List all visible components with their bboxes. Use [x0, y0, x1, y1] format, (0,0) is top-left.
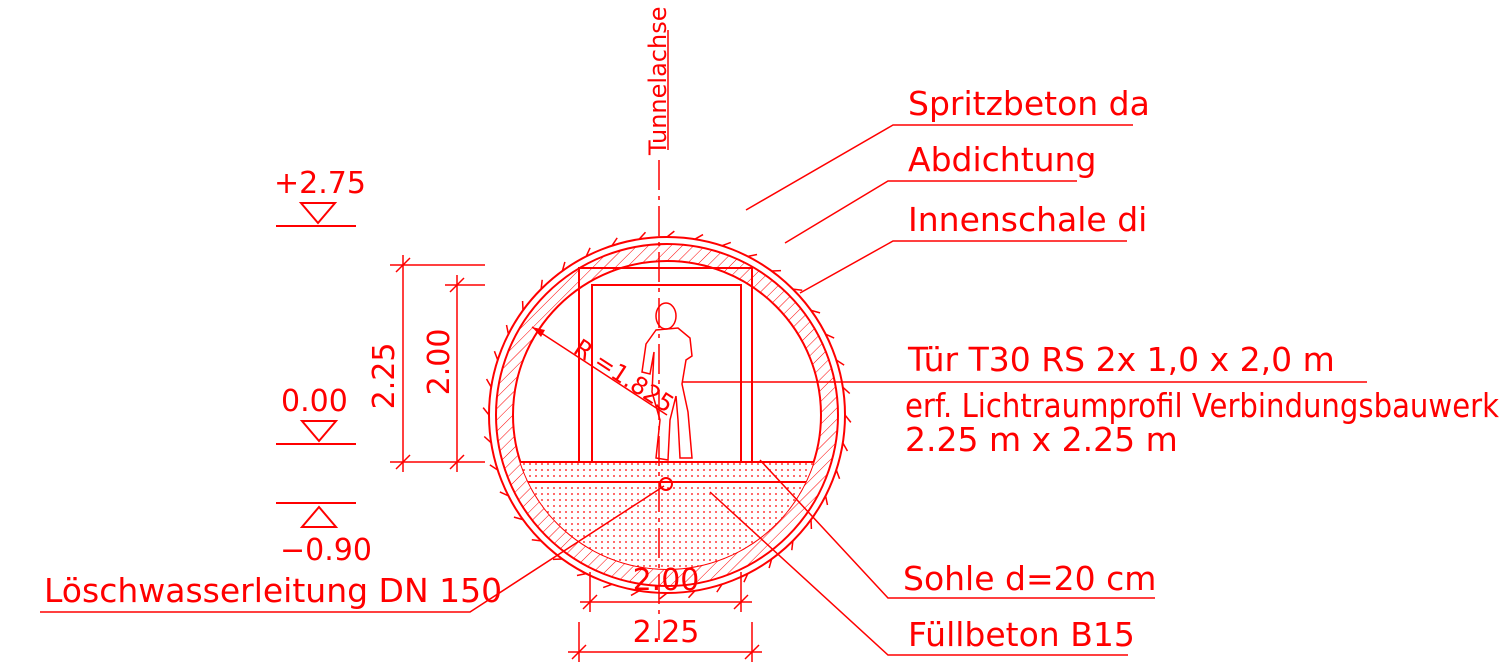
ring-tick	[493, 350, 499, 361]
ring-tick	[747, 253, 758, 258]
ring-tick	[842, 386, 851, 395]
ring-tick	[721, 241, 732, 247]
ring-tick	[666, 230, 675, 238]
ring-tick	[842, 442, 849, 452]
level-top: +2.75	[274, 166, 366, 201]
label-fuellbeton: Füllbeton B15	[908, 615, 1135, 654]
ring-tick	[576, 572, 587, 577]
ring-tick	[485, 378, 492, 388]
ring-tick	[602, 583, 613, 589]
ring-tick	[585, 247, 591, 257]
ring-tick	[561, 261, 566, 272]
pipe-icon	[659, 477, 673, 491]
dim-width-outer: 2.25	[633, 615, 700, 650]
material-labels: Spritzbeton da Abdichtung Innenschale di…	[44, 84, 1500, 654]
ring-tick	[768, 558, 773, 569]
ring-tick	[844, 414, 852, 423]
ring-tick	[540, 279, 543, 290]
ring-tick	[531, 539, 542, 542]
waterproofing-ring	[495, 243, 839, 587]
label-spritzbeton: Spritzbeton da	[908, 84, 1150, 123]
ring-tick	[687, 590, 696, 599]
ring-tick	[792, 288, 803, 291]
level-zero: 0.00	[281, 384, 348, 419]
ring-tick	[824, 495, 829, 506]
ring-tick	[791, 540, 794, 551]
ring-tick	[694, 233, 704, 240]
ring-tick	[659, 592, 668, 600]
shotcrete-tick-marks	[482, 230, 852, 600]
tunnel-axis: Tunnelachse	[644, 7, 672, 640]
door-frame	[591, 284, 742, 462]
ring-tick	[743, 573, 749, 583]
ring-tick	[489, 464, 499, 471]
ring-tick	[716, 583, 723, 593]
label-lichtraum-size: 2.25 m x 2.25 m	[905, 420, 1178, 459]
ring-tick	[482, 407, 490, 416]
ring-tick	[513, 516, 524, 521]
ring-tick	[505, 324, 510, 335]
leader-lines	[40, 124, 1367, 656]
vertical-dimensions	[390, 255, 485, 472]
label-sohle: Sohle d=20 cm	[903, 559, 1156, 598]
ring-tick	[825, 333, 835, 339]
level-markers: +2.75 0.00 −0.90	[274, 166, 372, 568]
radius-label: R =1.825	[569, 334, 679, 419]
radius-annotation: R =1.825	[531, 326, 679, 419]
ring-tick	[611, 237, 618, 247]
level-bottom: −0.90	[280, 533, 372, 568]
ring-tick	[835, 359, 845, 366]
dim-height-outer: 2.25	[367, 343, 402, 410]
horizontal-dimensions	[568, 572, 762, 662]
water-pipe	[659, 477, 673, 491]
ring-tick	[835, 469, 841, 480]
label-tuer: Tür T30 RS 2x 1,0 x 2,0 m	[907, 340, 1335, 379]
label-loeschwasser: Löschwasserleitung DN 150	[44, 571, 502, 610]
clearance-profile-outline	[578, 267, 753, 462]
ring-tick	[499, 491, 509, 497]
ring-tick	[810, 309, 821, 314]
dim-height-inner: 2.00	[422, 329, 457, 396]
clearance-profile	[578, 267, 753, 462]
ring-tick	[483, 435, 492, 444]
ring-tick	[630, 590, 640, 597]
label-innenschale: Innenschale di	[908, 200, 1147, 239]
person-figure	[641, 302, 693, 461]
label-abdichtung: Abdichtung	[908, 140, 1096, 179]
dim-width-inner: 2.00	[633, 563, 700, 598]
label-lichtraum: erf. Lichtraumprofil Verbindungsbauwerk	[905, 386, 1500, 425]
tunnel-rings	[482, 230, 852, 600]
ring-tick	[638, 231, 647, 240]
